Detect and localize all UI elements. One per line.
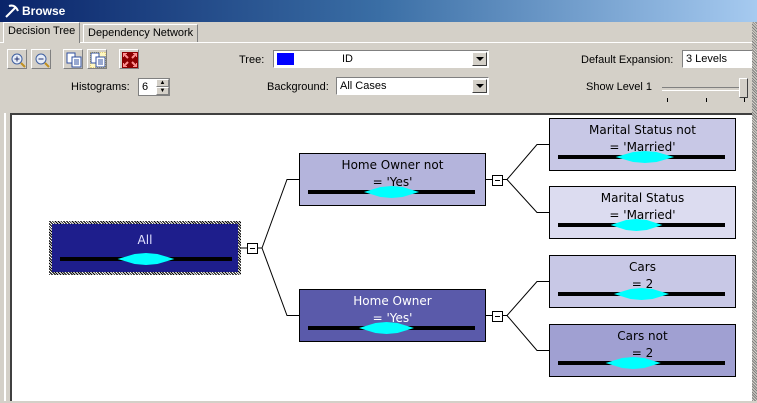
node-condition: = 2 xyxy=(631,346,654,360)
histogram-state-diamond xyxy=(605,357,661,369)
tree-node-cars-not-2[interactable]: Cars not = 2 xyxy=(549,324,736,377)
size-to-fit-button[interactable] xyxy=(119,49,139,69)
node-condition: = 'Yes' xyxy=(372,175,413,189)
default-expansion-field[interactable]: 3 Levels xyxy=(682,50,754,68)
tree-edges xyxy=(241,144,549,351)
histogram-state-diamond xyxy=(610,219,663,231)
background-select[interactable]: All Cases xyxy=(336,77,489,95)
node-histogram xyxy=(558,357,725,369)
slider-tick xyxy=(706,98,707,102)
node-label: Cars not xyxy=(617,329,668,343)
histogram-state-diamond xyxy=(363,186,420,198)
background-dropdown-arrow-icon[interactable] xyxy=(472,79,487,93)
spin-down-button[interactable]: ▼ xyxy=(156,87,169,95)
window-title: Browse xyxy=(22,4,66,18)
tree-node-cars-2[interactable]: Cars = 2 xyxy=(549,255,736,308)
copy-button[interactable] xyxy=(63,49,83,69)
node-condition: = 2 xyxy=(631,277,654,291)
show-level-slider-thumb[interactable] xyxy=(739,78,748,98)
window-titlebar: Browse xyxy=(0,0,757,22)
tree-edge xyxy=(506,144,549,180)
histograms-label: Histograms: xyxy=(71,81,130,93)
copy-graph-view-button[interactable] xyxy=(87,49,107,69)
spin-up-button[interactable]: ▲ xyxy=(156,79,169,87)
background-select-value: All Cases xyxy=(340,80,387,92)
tree-node-marital-married[interactable]: Marital Status = 'Married' xyxy=(549,186,736,239)
collapse-node-button[interactable] xyxy=(247,243,258,254)
tree-edge xyxy=(506,179,549,213)
histograms-value: 6 xyxy=(142,81,149,93)
histogram-state-diamond xyxy=(358,322,415,334)
node-label: All xyxy=(137,233,153,247)
node-label: Cars xyxy=(629,260,656,274)
slider-tick xyxy=(667,98,668,102)
histogram-state-diamond xyxy=(615,151,675,163)
default-expansion-value: 3 Levels xyxy=(686,53,727,65)
tree-edge xyxy=(506,315,549,351)
node-condition: = 'Married' xyxy=(609,140,676,154)
zoom-out-button[interactable] xyxy=(31,49,51,69)
node-histogram xyxy=(308,322,475,334)
tree-node-home-owner-not-yes[interactable]: Home Owner not = 'Yes' xyxy=(299,153,486,206)
default-expansion-label: Default Expansion: xyxy=(581,54,674,66)
tab-dependency-network[interactable]: Dependency Network xyxy=(83,24,199,42)
node-histogram xyxy=(558,219,725,231)
node-condition: = 'Yes' xyxy=(372,311,413,325)
decision-tree-canvas[interactable]: All Home Owner not = 'Yes' Home Owner = 'Yes… xyxy=(10,113,752,401)
fit-to-window-icon xyxy=(122,52,138,68)
tree-color-swatch xyxy=(277,53,294,65)
node-histogram xyxy=(558,288,725,300)
tab-divider xyxy=(0,42,757,43)
collapse-node-button[interactable] xyxy=(492,310,503,322)
slider-tick xyxy=(744,98,745,102)
copy-graph-icon xyxy=(90,52,106,68)
node-label: Marital Status xyxy=(600,191,685,205)
node-condition: = 'Married' xyxy=(609,208,676,222)
zoom-in-button[interactable] xyxy=(7,49,27,69)
splitter-handle[interactable] xyxy=(752,22,757,401)
tree-edge xyxy=(261,247,299,316)
node-label: Marital Status not xyxy=(589,123,696,137)
tree-node-home-owner-yes[interactable]: Home Owner = 'Yes' xyxy=(299,289,486,342)
zoom-in-icon xyxy=(11,53,26,68)
tree-edge xyxy=(506,281,549,316)
zoom-out-icon xyxy=(35,53,50,68)
tree-node-all[interactable]: All xyxy=(49,221,241,275)
tree-dropdown-arrow-icon[interactable] xyxy=(472,52,487,66)
tree-select[interactable]: ID xyxy=(273,50,489,68)
node-histogram xyxy=(558,151,725,163)
histogram-state-diamond xyxy=(117,253,175,265)
node-histogram xyxy=(308,186,475,198)
tree-node-marital-not-married[interactable]: Marital Status not = 'Married' xyxy=(549,118,736,171)
node-label: Home Owner xyxy=(353,294,432,308)
tree-select-value: ID xyxy=(342,53,353,65)
tab-decision-tree[interactable]: Decision Tree xyxy=(3,22,81,43)
node-label: Home Owner not xyxy=(341,158,444,172)
tab-bar: Decision Tree Dependency Network xyxy=(0,22,757,43)
histograms-spinner[interactable]: 6 ▲ ▼ xyxy=(138,78,170,96)
histogram-state-diamond xyxy=(613,288,670,300)
collapse-node-button[interactable] xyxy=(492,174,503,186)
background-label: Background: xyxy=(267,81,329,93)
tree-edge xyxy=(261,179,299,249)
node-histogram xyxy=(60,253,232,265)
show-level-slider-track[interactable] xyxy=(662,87,748,91)
tree-label: Tree: xyxy=(239,54,265,66)
show-level-label: Show Level 1 xyxy=(586,81,653,93)
copy-icon xyxy=(66,52,82,68)
pane-left-edge xyxy=(4,113,6,401)
pickaxe-icon xyxy=(5,4,19,18)
